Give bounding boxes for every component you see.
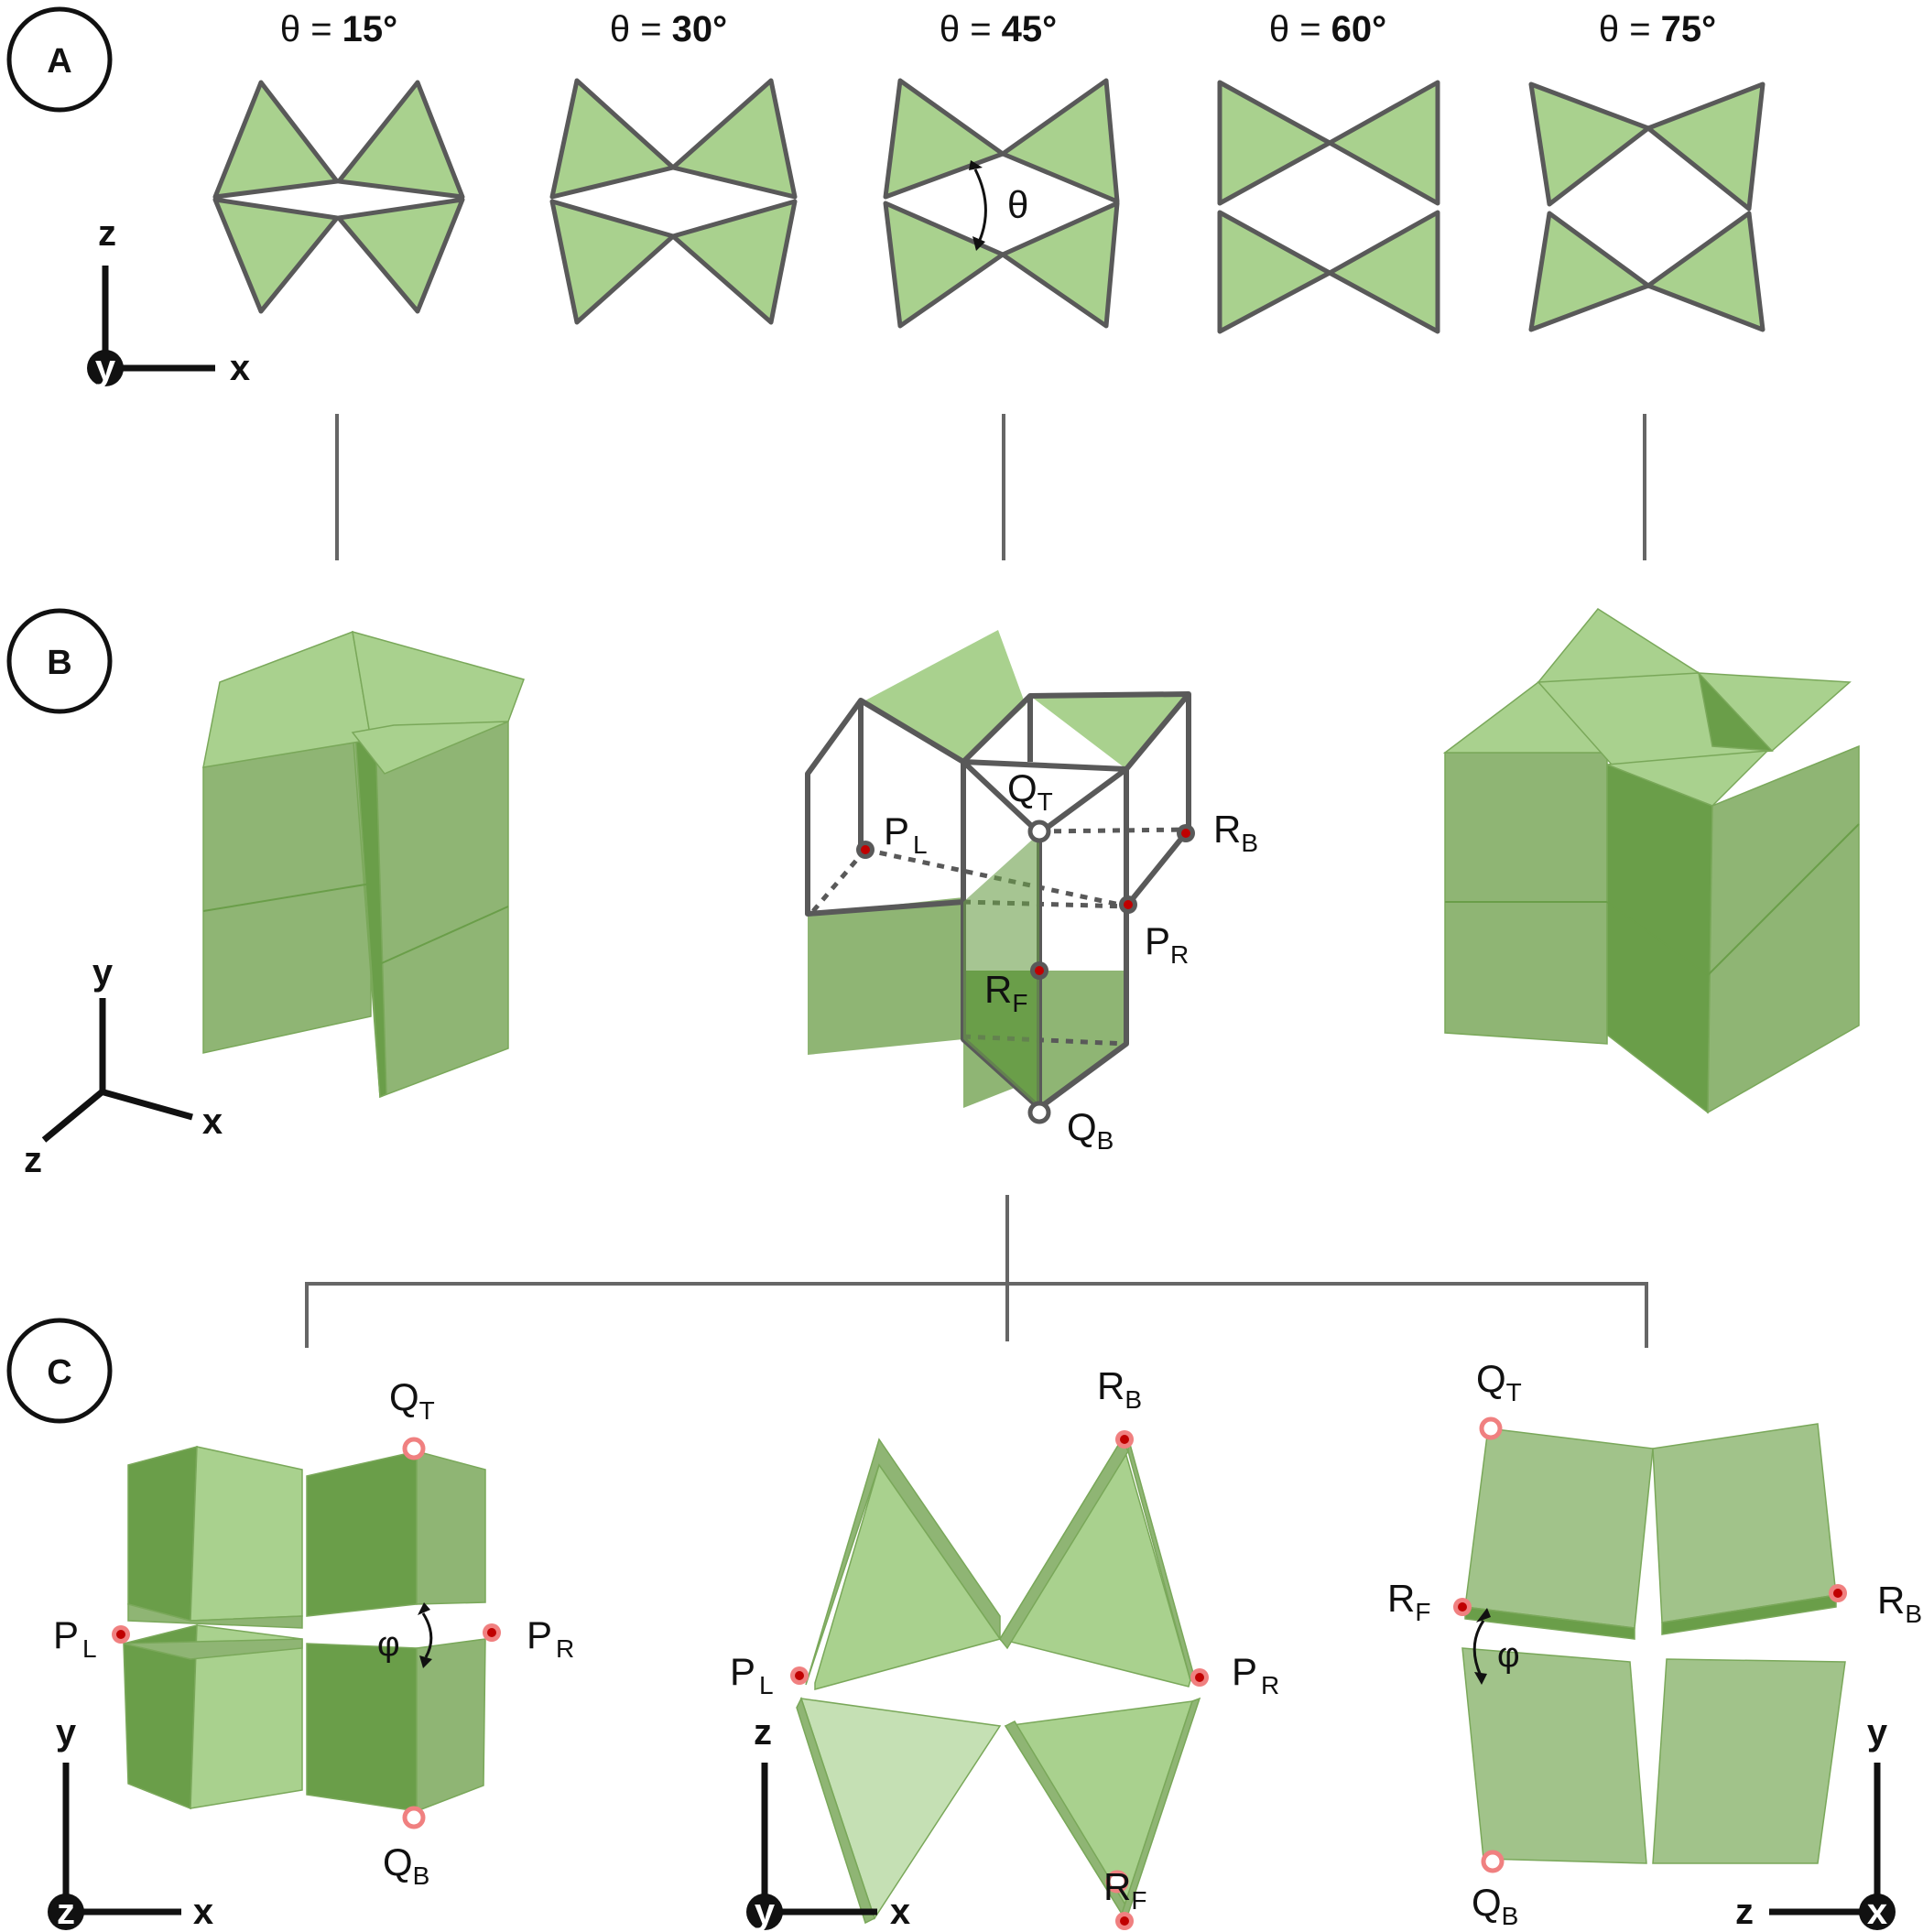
phi-symbol-front: φ — [377, 1625, 400, 1664]
axis-c3-horizontal-label: z — [1735, 1892, 1754, 1932]
panel-b-letter: B — [47, 644, 71, 682]
axis-c2-origin-label: y — [755, 1892, 776, 1932]
phi-angle-indicator-side: φ — [1472, 1608, 1520, 1685]
label-qb-b: QB — [1067, 1105, 1114, 1155]
markers-c-side — [1453, 1416, 1847, 1873]
phi-angle-indicator-front: φ — [377, 1602, 433, 1668]
label-pr-b: PR — [1145, 919, 1189, 969]
theta-label-60: θ = 60° — [1269, 9, 1386, 49]
block-theta-45 — [805, 630, 1191, 1111]
theta-symbol: θ — [1007, 183, 1028, 226]
markers-c-front — [112, 1437, 501, 1829]
unit-cell-theta-75 — [1528, 81, 1765, 332]
label-rb-b: RB — [1213, 808, 1258, 857]
panel-a-letter: A — [47, 42, 71, 81]
axes-c2: y z x — [746, 1712, 910, 1932]
panel-b: B — [6, 608, 1860, 1348]
axis-c1-horizontal-label: x — [193, 1892, 213, 1932]
label-rb-side: RB — [1877, 1579, 1922, 1628]
view-top-xz — [796, 1437, 1201, 1925]
marker-qt-b — [1027, 819, 1051, 843]
label-qb-side: QB — [1472, 1881, 1518, 1930]
unit-cell-theta-45 — [883, 78, 1120, 329]
axis-c3-origin-label: x — [1867, 1892, 1887, 1932]
view-side-zy — [1461, 1423, 1846, 1864]
theta-label-45: θ = 45° — [940, 9, 1057, 49]
axis-c2-horizontal-label: x — [890, 1892, 910, 1932]
phi-symbol-side: φ — [1497, 1636, 1520, 1675]
panel-b-badge — [6, 608, 113, 714]
theta-label-75: θ = 75° — [1599, 9, 1716, 49]
block-theta-15 — [202, 630, 525, 1099]
axes-c1: z y x — [48, 1712, 213, 1932]
unit-cell-theta-15 — [212, 80, 465, 314]
unit-cell-theta-60 — [1217, 80, 1440, 334]
marker-qb-b — [1027, 1101, 1051, 1124]
axis-b-horizontal-label: x — [202, 1102, 223, 1142]
unit-cell-theta-30 — [549, 78, 798, 325]
markers-c-top — [790, 1430, 1209, 1930]
axis-c1-origin-label: z — [57, 1892, 75, 1932]
markers-b — [856, 819, 1195, 1124]
label-qb-front: QB — [383, 1840, 429, 1890]
label-qt-front: QT — [389, 1375, 435, 1425]
axes-a: y z x — [87, 213, 250, 388]
connector-b-c — [305, 1195, 1648, 1348]
theta-label-30: θ = 30° — [610, 9, 727, 49]
axis-a-origin-label: y — [95, 348, 116, 388]
axis-b-diagonal-label: z — [24, 1140, 42, 1180]
axes-c3: x y z — [1735, 1712, 1896, 1932]
panel-a-badge — [6, 6, 113, 113]
theta-label-15: θ = 15° — [280, 9, 397, 49]
label-rb-top: RB — [1097, 1364, 1142, 1414]
panel-a: A θ = 15° θ = 30° θ = 45° θ = 60° θ = 75… — [6, 6, 1765, 560]
label-qt-b: QT — [1007, 766, 1053, 816]
view-front-xy — [123, 1446, 486, 1813]
panel-c-letter: C — [47, 1353, 71, 1392]
theta-angle-indicator: θ — [969, 160, 1028, 251]
panel-c-badge — [6, 1318, 113, 1424]
axes-b: y x z — [24, 952, 223, 1180]
axis-c1-vertical-label: y — [56, 1712, 77, 1753]
label-rf-top: RF — [1103, 1865, 1146, 1915]
axis-c3-vertical-label: y — [1867, 1712, 1888, 1753]
axis-a-horizontal-label: x — [230, 348, 250, 388]
axis-b-vertical-label: y — [92, 952, 114, 993]
label-rf-b: RF — [984, 968, 1027, 1017]
axis-a-vertical-label: z — [98, 213, 116, 254]
label-qt-side: QT — [1476, 1357, 1522, 1406]
axis-c2-vertical-label: z — [754, 1712, 772, 1753]
label-rf-side: RF — [1387, 1577, 1430, 1626]
block-theta-75 — [1442, 608, 1860, 1114]
